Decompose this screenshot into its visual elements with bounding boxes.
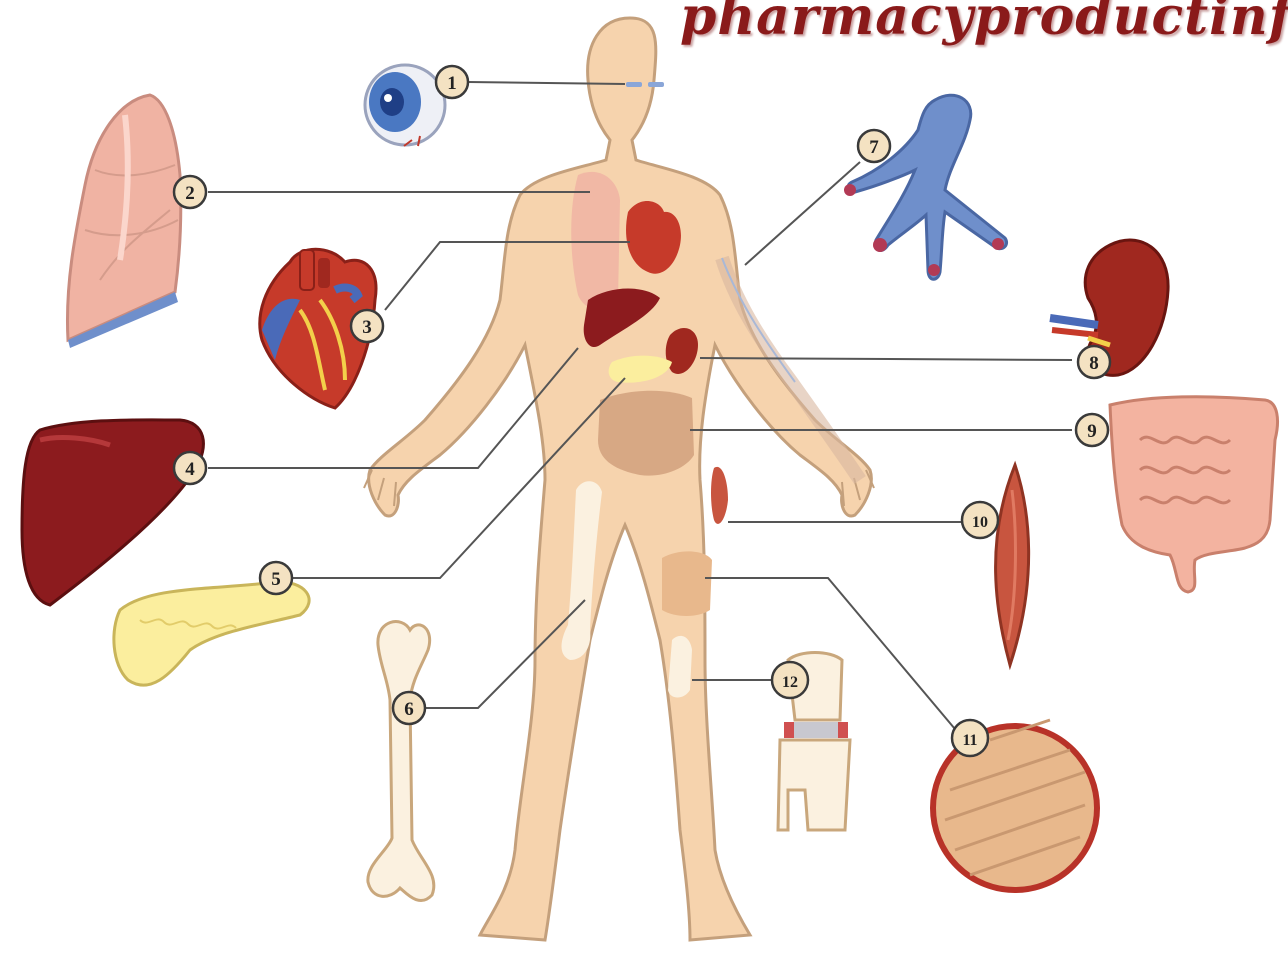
callout-4: 4 xyxy=(174,452,206,484)
callout-9: 9 xyxy=(1076,414,1108,446)
callout-5: 5 xyxy=(260,562,292,594)
callout-10-label: 10 xyxy=(972,514,988,531)
callout-2: 2 xyxy=(174,176,206,208)
pancreas-icon xyxy=(114,582,309,685)
callout-3: 3 xyxy=(351,310,383,342)
liver-icon xyxy=(22,420,203,605)
callout-7: 7 xyxy=(858,130,890,162)
human-body xyxy=(364,18,874,940)
watermark-text: pharmacyproductinfo.com xyxy=(680,0,1288,56)
callout-6-label: 6 xyxy=(404,699,414,720)
callout-7-label: 7 xyxy=(869,137,879,158)
callout-1: 1 xyxy=(436,66,468,98)
callout-2-label: 2 xyxy=(185,183,195,204)
callout-1-label: 1 xyxy=(447,73,457,94)
callout-4-label: 4 xyxy=(185,459,195,480)
callout-12: 12 xyxy=(772,662,808,698)
callout-9-label: 9 xyxy=(1087,421,1097,442)
callout-12-label: 12 xyxy=(782,674,798,691)
lung-icon xyxy=(67,95,180,348)
callout-8: 8 xyxy=(1078,346,1110,378)
bone-icon xyxy=(368,622,434,901)
callout-3-label: 3 xyxy=(362,317,372,338)
blood-vessel-icon xyxy=(844,95,1007,279)
callout-6: 6 xyxy=(393,692,425,724)
callout-8-label: 8 xyxy=(1089,353,1099,374)
callout-5-label: 5 xyxy=(271,569,281,590)
callout-11-label: 11 xyxy=(962,732,977,749)
callout-11: 11 xyxy=(952,720,988,756)
intestine-icon xyxy=(1110,397,1278,592)
muscle-icon xyxy=(996,465,1029,665)
callout-10: 10 xyxy=(962,502,998,538)
eye-icon xyxy=(365,65,445,146)
